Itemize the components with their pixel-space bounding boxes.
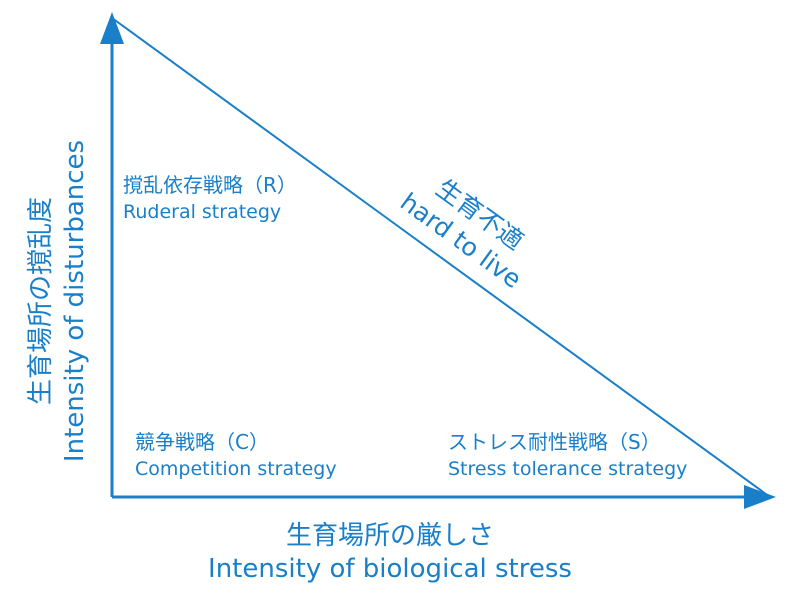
region-ruderal-label-jp: 撹乱依存戦略（R） (123, 173, 297, 197)
region-ruderal: 撹乱依存戦略（R） Ruderal strategy (123, 172, 297, 225)
region-stress-label-jp: ストレス耐性戦略（S） (448, 430, 661, 454)
x-axis-label-en: Intensity of biological stress (208, 554, 572, 584)
x-axis-arrow-icon (744, 485, 776, 509)
region-stress-label-en: Stress tolerance strategy (448, 458, 688, 480)
region-competition-label-jp: 競争戦略（C） (135, 430, 269, 454)
y-axis-label-en: Intensity of disturbances (60, 139, 90, 463)
x-axis-label-jp: 生育場所の厳しさ (285, 521, 495, 551)
y-axis-arrow-icon (100, 12, 124, 44)
region-competition-label-en: Competition strategy (135, 458, 337, 480)
region-competition: 競争戦略（C） Competition strategy (135, 429, 337, 482)
hypotenuse-line (111, 17, 771, 498)
x-axis-label: 生育場所の厳しさ Intensity of biological stress (208, 520, 572, 586)
region-stress-tolerance: ストレス耐性戦略（S） Stress tolerance strategy (448, 429, 687, 482)
region-ruderal-label-en: Ruderal strategy (123, 201, 282, 223)
y-axis-label-jp: 生育場所の撹乱度 (26, 197, 56, 406)
y-axis-label: 生育場所の撹乱度 Intensity of disturbances (24, 140, 92, 462)
